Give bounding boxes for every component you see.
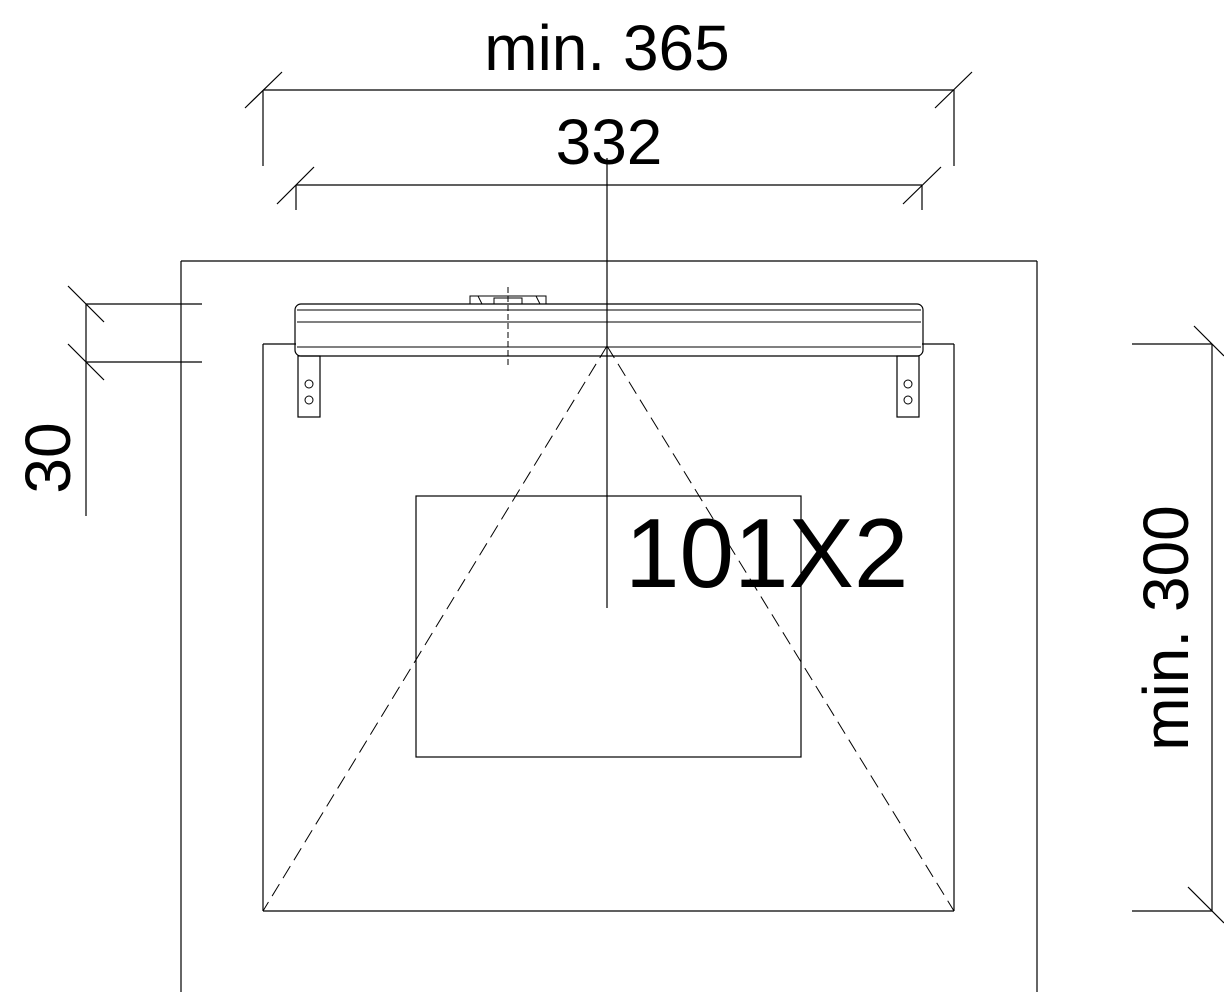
overall-width-label: min. 365 (484, 12, 729, 84)
mounting-height-label: min. 300 (1130, 505, 1202, 750)
dimension-fixture-width (276, 166, 942, 210)
fixture-width-label: 332 (556, 106, 663, 178)
light-beam (262, 345, 955, 912)
light-fixture (294, 287, 924, 418)
picture-rectangle (415, 495, 802, 758)
outer-frame (180, 260, 1038, 992)
dimension-overall-width (244, 71, 973, 166)
center-label: 101X2 (625, 498, 908, 608)
inner-frame (262, 343, 955, 912)
dimension-fixture-height (67, 285, 202, 516)
fixture-height-label: 30 (12, 422, 84, 493)
dimension-mounting-height (1132, 325, 1224, 924)
